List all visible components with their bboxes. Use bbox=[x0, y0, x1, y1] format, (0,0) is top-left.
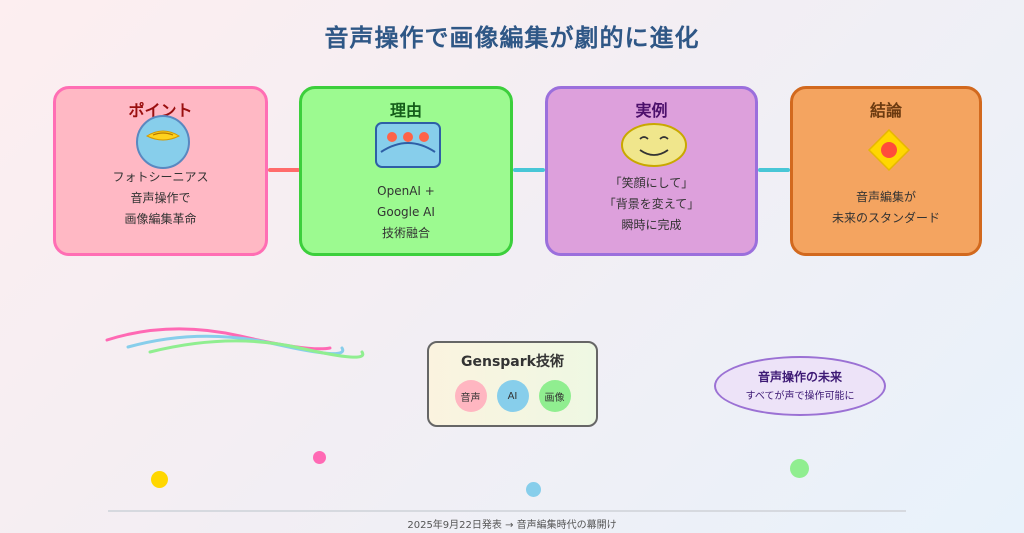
page-title: 音声操作で画像編集が劇的に進化 bbox=[324, 24, 700, 52]
card-conclusion-line-2: 未来のスタンダード bbox=[831, 211, 940, 225]
card-point-line-3: 画像編集革命 bbox=[124, 212, 197, 226]
card-reason-line-2: Google AI bbox=[377, 205, 435, 219]
card-example: 実例 「笑顔にして」 「背景を変えて」 瞬時に完成 bbox=[545, 86, 758, 256]
genspark-tech-box: Genspark技術 音声 AI 画像 bbox=[427, 341, 598, 427]
card-point-line-2: 音声操作で bbox=[130, 191, 191, 205]
dot-yellow bbox=[151, 471, 168, 488]
smile-face-icon bbox=[621, 123, 687, 167]
chip-ai: AI bbox=[496, 380, 529, 412]
card-reason: 理由 OpenAI + Google AI 技術融合 bbox=[299, 86, 513, 256]
future-title: 音声操作の未来 bbox=[757, 370, 842, 384]
card-point-heading: ポイント bbox=[128, 101, 193, 120]
genspark-title: Genspark技術 bbox=[461, 354, 564, 370]
card-conclusion-line-1: 音声編集が bbox=[855, 190, 916, 204]
dot-green bbox=[790, 459, 809, 478]
card-example-line-3: 瞬時に完成 bbox=[621, 218, 682, 232]
card-example-line-2: 「背景を変えて」 bbox=[603, 197, 700, 211]
card-example-line-1: 「笑顔にして」 bbox=[609, 176, 694, 190]
dot-blue bbox=[526, 482, 541, 497]
wave-green bbox=[148, 339, 365, 359]
card-reason-line-1: OpenAI + bbox=[377, 184, 435, 198]
connector-2-3 bbox=[513, 168, 545, 172]
eye-icon bbox=[136, 115, 190, 169]
future-ellipse: 音声操作の未来 すべてが声で操作可能に bbox=[714, 356, 886, 416]
wave-pink bbox=[105, 327, 332, 351]
sound-wave-lines bbox=[105, 327, 365, 359]
connector-1-2 bbox=[268, 168, 300, 172]
card-point: ポイント フォトシーニアス 音声操作で 画像編集革命 bbox=[53, 86, 268, 256]
chip-voice: 音声 bbox=[454, 380, 487, 412]
card-point-line-1: フォトシーニアス bbox=[112, 170, 209, 184]
chip-image: 画像 bbox=[538, 380, 571, 412]
footer-caption: 2025年9月22日発表 → 音声編集時代の幕開け bbox=[407, 520, 617, 531]
dot-pink bbox=[313, 451, 326, 464]
network-icon bbox=[375, 122, 441, 168]
diamond-icon bbox=[867, 128, 911, 172]
card-conclusion-heading: 結論 bbox=[869, 101, 902, 120]
card-conclusion: 結論 音声編集が 未来のスタンダード bbox=[790, 86, 982, 256]
footer-divider bbox=[108, 510, 906, 512]
connector-3-4 bbox=[758, 168, 790, 172]
card-example-heading: 実例 bbox=[635, 101, 668, 120]
future-subtitle: すべてが声で操作可能に bbox=[745, 391, 855, 402]
card-reason-line-3: 技術融合 bbox=[381, 226, 430, 240]
card-reason-heading: 理由 bbox=[389, 101, 422, 120]
